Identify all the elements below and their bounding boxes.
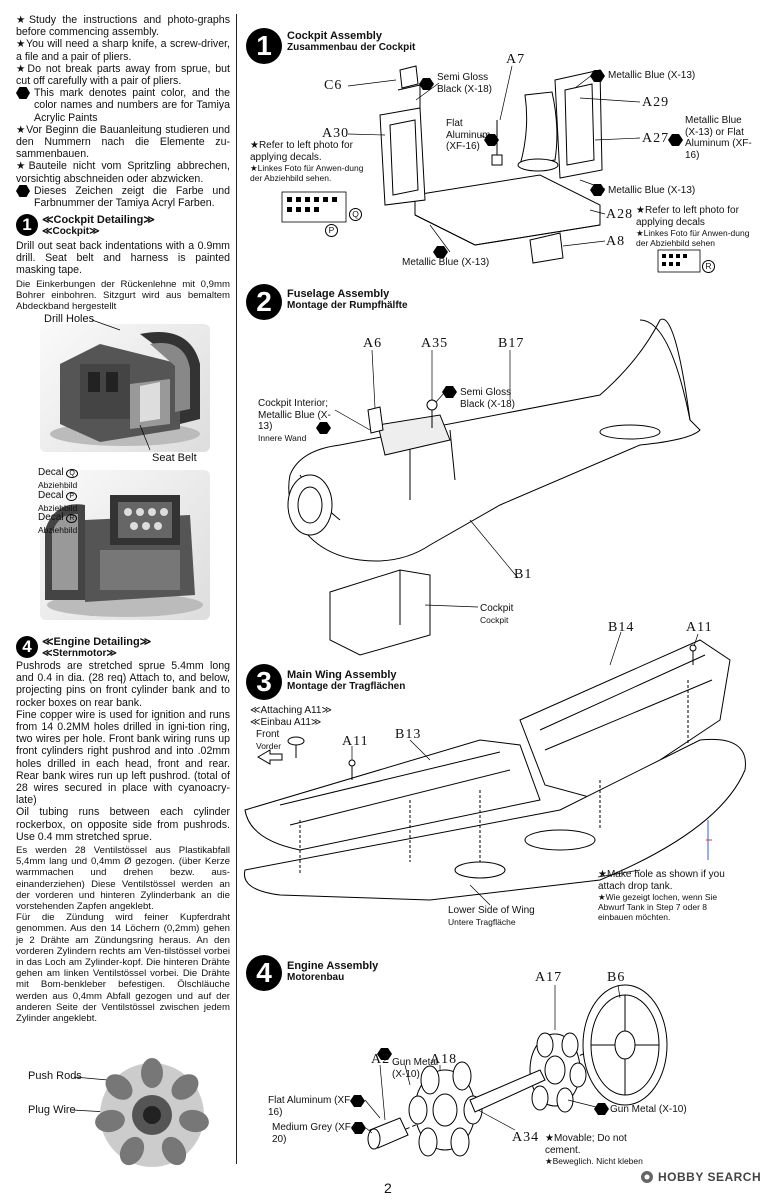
paint-metallic-blue-top: Metallic Blue (X-13) [608,70,696,81]
decal-letter-r: R [702,260,715,273]
part-a29: A29 [642,95,670,110]
engine-detail-illustration [95,1058,209,1167]
paint-metallic-blue-mid: Metallic Blue (X-13) [608,185,696,196]
cockpit-interior-label: Cockpit Interior; Metallic Blue (X-13) I… [258,398,331,443]
step-4-title: Engine Assembly Motorenbau [287,960,379,983]
part-b14: B14 [608,620,635,635]
intro-line-3: ★Do not break parts away from sprue, but… [16,62,230,88]
paint-flat-aluminum-1: Flat Aluminum (XF-16) [446,118,491,152]
drill-holes-label: Drill Holes [44,313,95,325]
step-3-title: Main Wing Assembly Montage der Tragfläch… [287,669,406,692]
part-b13: B13 [395,727,422,742]
part-a28: A28 [606,207,634,222]
movable-note: ★Movable; Do not cement. ★Beweglich. Nic… [545,1133,643,1166]
part-a35: A35 [421,336,449,351]
paint-gun-metal-2: Gun Metal (X-10) [610,1104,687,1115]
decal-letter-q: Q [349,208,362,221]
paint-mark-icon [16,184,30,197]
step-1-note-right: ★Refer to left photo for applying decals… [636,205,750,248]
paint-metallic-blue-or-aluminum: Metallic Blue (X-13) or Flat Aluminum (X… [685,115,752,161]
paint-note-de: Dieses Zeichen zeigt die Farbe und Farbn… [16,184,230,209]
detailing-4-text: Pushrods are stretched sprue 5.4mm long … [16,660,230,1025]
attaching-a11: ≪Attaching A11≫ ≪Einbau A11≫ [250,705,332,728]
drop-tank-note: ★Make hole as shown if you attach drop t… [598,869,725,922]
part-a11-right: A11 [686,620,713,635]
decal-q-label: Decal Q Abziehbild [38,467,78,490]
intro-line-1: ★Study the instructions and photo-graphs… [16,14,230,39]
part-a7: A7 [506,52,526,67]
cockpit-detail-illustration [50,332,200,446]
part-a18: A18 [430,1052,458,1067]
decal-letter-p: P [325,224,338,237]
paint-semi-gloss-black-1: Semi Gloss Black (X-18) [437,72,493,95]
cockpit-photo-1 [40,324,210,452]
step-2-title: Fuselage Assembly Montage der Rumpfhälft… [287,288,408,311]
paint-medium-grey: Medium Grey (XF-20) [272,1122,355,1145]
step-4-number: 4 [246,955,282,991]
part-c6: C6 [324,78,343,93]
part-a8: A8 [606,234,626,249]
step-2-number: 2 [246,284,282,320]
paint-note-en: This mark denotes paint color, and the c… [16,87,230,124]
cockpit-label: Cockpit Cockpit [480,603,514,625]
part-a6: A6 [363,336,383,351]
part-a34: A34 [512,1130,540,1145]
part-a30: A30 [322,126,350,141]
detailing-1-number: 1 [16,214,38,236]
detailing-1-title: ≪Cockpit Detailing≫ ≪Cockpit≫ [42,214,155,237]
column-divider [236,14,237,1164]
watermark: HOBBY SEARCH [640,1170,761,1184]
seat-belt-label: Seat Belt [152,452,197,464]
step-1-number: 1 [246,28,282,64]
part-a27: A27 [642,131,670,146]
engine-photo [92,1055,212,1170]
part-a2: A2 [371,1052,391,1067]
plug-wire-label: Plug Wire [28,1104,76,1116]
intro-de-line-1: ★Vor Beginn die Bauanleitung studieren u… [16,123,230,161]
step-3-number: 3 [246,664,282,700]
part-a11-left: A11 [342,734,369,749]
paint-flat-aluminum-2: Flat Aluminum (XF-16) [268,1095,354,1118]
push-rods-label: Push Rods [28,1070,82,1082]
detailing-4-number: 4 [16,636,38,658]
paint-gun-metal-1: Gun Metal (X-10) [392,1057,439,1080]
cockpit-decal-illustration [45,495,203,617]
page-number: 2 [384,1180,392,1196]
intro-line-2: ★You will need a sharp knife, a screw-dr… [16,38,230,63]
part-b1: B1 [514,567,533,582]
decal-p-label: Decal P Abziehbild [38,490,78,513]
part-b17: B17 [498,336,525,351]
part-b6: B6 [607,970,626,985]
paint-semi-gloss-black-2: Semi Gloss Black (X-18) [460,387,516,410]
front-label: Front Vorder [256,729,282,751]
intro-block: ★Study the instructions and photo-graphs… [16,14,230,209]
paint-mark-icon [16,87,30,100]
part-a17: A17 [535,970,563,985]
detailing-4-title: ≪Engine Detailing≫ ≪Sternmotor≫ [42,636,152,659]
paint-metallic-blue-bottom: Metallic Blue (X-13) [402,257,490,268]
intro-de-line-2: ★Bauteile nicht vom Spritzling abbrechen… [16,160,230,185]
detailing-1-text: Drill out seat back indentations with a … [16,240,230,313]
step-1-title: Cockpit Assembly Zusammenbau der Cockpit [287,30,416,53]
watermark-logo-icon [641,1171,653,1183]
cockpit-photo-2 [40,470,210,620]
lower-side-label: Lower Side of Wing Untere Tragfläche [448,905,535,927]
decal-r-label: Decal R Abziehbild [38,512,78,535]
step-1-note-left: ★Refer to left photo for applying decals… [250,140,364,183]
